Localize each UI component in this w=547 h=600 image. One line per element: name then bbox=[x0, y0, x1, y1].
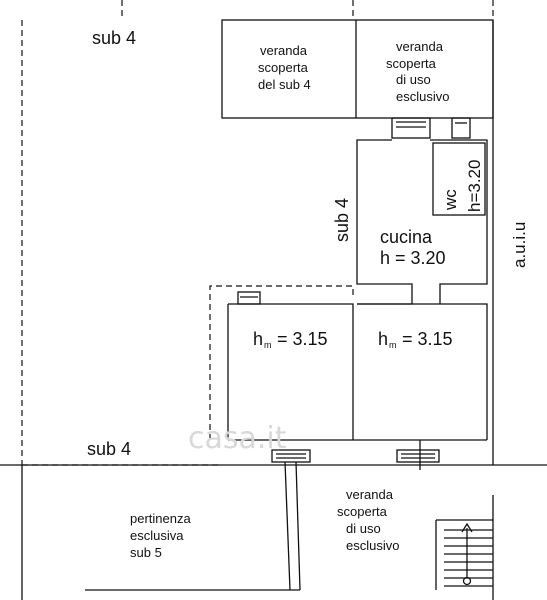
wc-label: wc bbox=[441, 189, 460, 211]
aui-label: a.u.i.u bbox=[510, 222, 529, 268]
sub4-side-label: sub 4 bbox=[332, 198, 352, 242]
room-right-h-sub: m bbox=[389, 340, 397, 350]
lower-rooms-walls bbox=[227, 291, 488, 441]
veranda-sub4-line3: del sub 4 bbox=[258, 77, 311, 92]
door-openings bbox=[391, 117, 471, 139]
pertinenza-line3: sub 5 bbox=[130, 545, 162, 560]
veranda-sub4-line1: veranda bbox=[260, 43, 308, 58]
cucina-label: cucina bbox=[380, 227, 433, 247]
cucina-height-label: h = 3.20 bbox=[380, 248, 446, 268]
stairs-icon bbox=[444, 522, 493, 587]
room-right-value: = 3.15 bbox=[402, 329, 453, 349]
veranda-excl-bottom-line2: scoperta bbox=[337, 504, 388, 519]
room-left-h-sub: m bbox=[264, 340, 272, 350]
sub4-bottom-label: sub 4 bbox=[87, 439, 131, 459]
veranda-excl-bottom-line1: veranda bbox=[346, 487, 394, 502]
upper-verandas bbox=[221, 19, 494, 119]
veranda-excl-top-line3: di uso bbox=[396, 72, 431, 87]
room-left-value: = 3.15 bbox=[277, 329, 328, 349]
watermark: casa.it bbox=[188, 421, 287, 456]
lower-veranda-walls bbox=[284, 461, 494, 600]
veranda-excl-top-line4: esclusivo bbox=[396, 89, 449, 104]
veranda-excl-top-line2: scoperta bbox=[386, 56, 437, 71]
pertinenza-line2: esclusiva bbox=[130, 528, 184, 543]
property-lines bbox=[0, 20, 547, 600]
veranda-excl-bottom-line4: esclusivo bbox=[346, 538, 399, 553]
bottom-openings bbox=[271, 440, 440, 470]
room-right-height: h m = 3.15 bbox=[378, 329, 453, 350]
pertinenza-line1: pertinenza bbox=[130, 511, 191, 526]
wc-height-label: h=3.20 bbox=[465, 160, 484, 212]
sub4-top-label: sub 4 bbox=[92, 28, 136, 48]
veranda-excl-bottom-line3: di uso bbox=[346, 521, 381, 536]
room-left-height: h m = 3.15 bbox=[253, 329, 328, 350]
veranda-sub4-line2: scoperta bbox=[258, 60, 309, 75]
room-right-h: h bbox=[378, 329, 388, 349]
room-left-h: h bbox=[253, 329, 263, 349]
veranda-excl-top-line1: veranda bbox=[396, 39, 444, 54]
